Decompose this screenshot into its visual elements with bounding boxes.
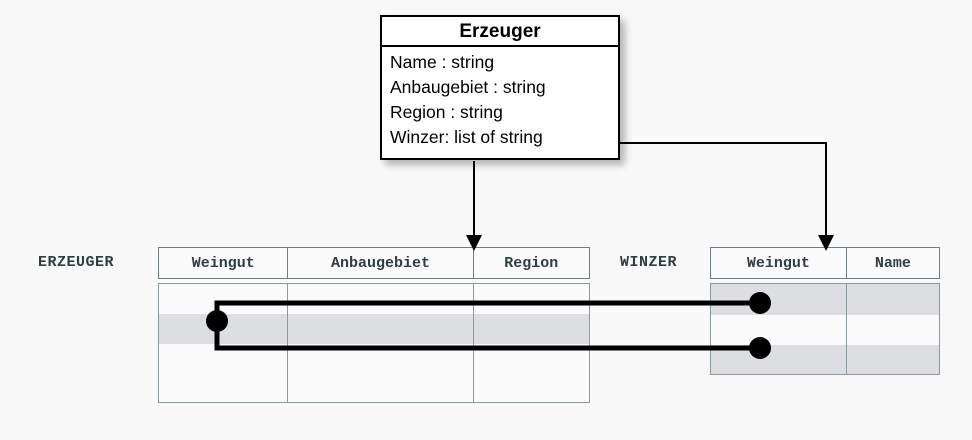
uml-attribute-name: Name : string [390,52,495,72]
table-header-erzeuger: Weingut Anbaugebiet Region [158,247,590,279]
table-label-erzeuger: ERZEUGER [38,254,115,271]
column-header-name: Name [874,254,911,272]
table-cell [288,344,474,374]
table-cell [159,284,288,314]
table-cell [288,284,474,314]
table-row[interactable] [159,344,589,374]
table-cell [474,284,589,314]
table-cell [159,344,288,374]
table-row[interactable] [711,345,939,374]
table-cell [159,374,288,402]
column-header-region: Region [504,254,559,272]
column-header-weingut: Weingut [711,248,847,278]
table-cell [288,374,474,402]
uml-class-box-erzeuger[interactable]: Erzeuger Name : string Anbaugebiet : str… [380,15,620,160]
uml-attribute-anbaugebiet: Anbaugebiet : string [390,77,546,97]
column-header-anbaugebiet: Anbaugebiet [288,248,474,278]
table-cell [474,314,589,344]
table-cell [474,374,589,402]
table-cell [711,315,847,345]
table-cell [847,284,939,315]
table-cell [711,284,847,315]
uml-attribute-region: Region : string [390,102,503,122]
arrow-to-winzer [601,142,834,251]
table-cell [847,345,939,374]
table-row[interactable] [159,374,589,402]
table-cell [159,314,288,344]
table-cell [288,314,474,344]
uml-attribute-winzer: Winzer: list of string [390,127,543,147]
uml-attribute-list: Name : string Anbaugebiet : string Regio… [382,47,618,150]
table-body-winzer [710,283,940,375]
table-label-winzer: WINZER [620,254,678,271]
table-cell [711,345,847,374]
table-header-winzer: Weingut Name [710,247,940,279]
table-row[interactable] [711,315,939,345]
table-row[interactable] [711,284,939,315]
table-body-erzeuger [158,283,590,403]
table-row[interactable] [159,314,589,344]
uml-class-title: Erzeuger [382,17,618,47]
table-row[interactable] [159,284,589,314]
table-cell [474,344,589,374]
table-cell [847,315,939,345]
column-header-weingut: Weingut [159,248,289,278]
